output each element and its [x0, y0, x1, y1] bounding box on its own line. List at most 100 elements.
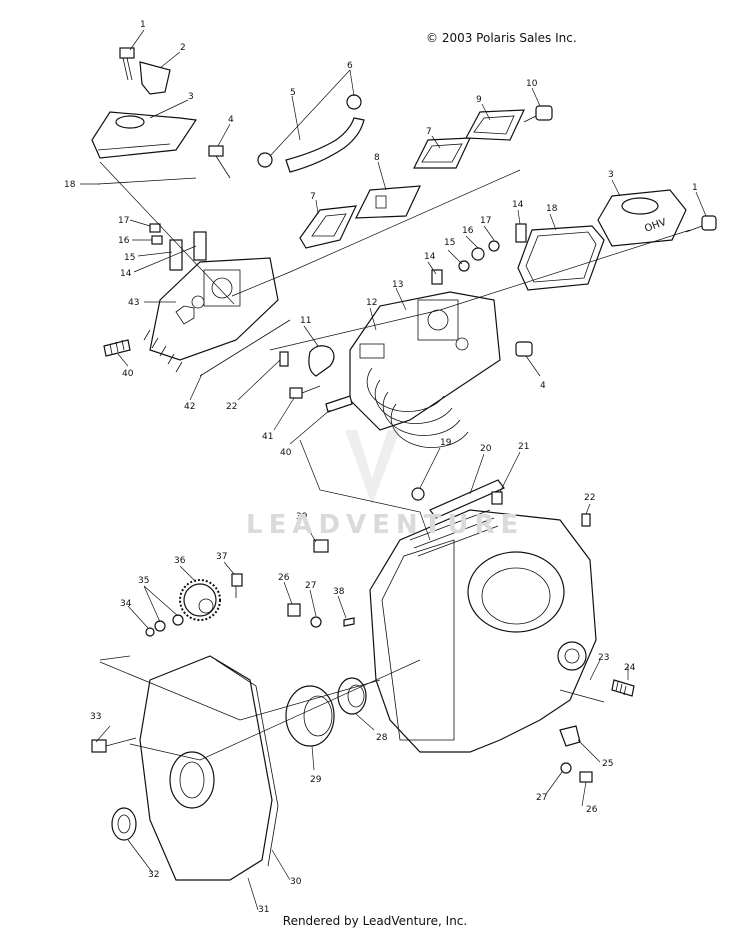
spring-24-icon: [611, 679, 635, 697]
left-head-assembly: [91, 47, 365, 377]
gasket-18-right-inner: [525, 231, 597, 283]
callout-13: 13: [392, 280, 403, 290]
stud-40-left-icon: [103, 339, 131, 357]
seal-17-icon: [149, 223, 161, 233]
callout-41: 41: [262, 432, 273, 442]
bolt-1-icon: [119, 47, 135, 81]
callout-31: 31: [258, 905, 269, 915]
callout-8: 8: [374, 153, 380, 163]
callout-16-mid: 16: [462, 226, 474, 236]
callout-19: 19: [440, 438, 452, 448]
crankcase-fins: [409, 509, 499, 557]
crankcase-port-inner: [564, 648, 580, 664]
cover-9-icon: [465, 109, 525, 141]
clamp-6b-icon: [346, 94, 362, 110]
guide-15b-icon: [193, 231, 207, 261]
plug-19-icon: [411, 487, 425, 501]
callout-1-right: 1: [692, 183, 698, 193]
dowel-22b-icon: [581, 513, 591, 527]
bushing-39-icon: [313, 539, 329, 553]
callout-3: 3: [188, 92, 194, 102]
cylinder-bore-inner: [481, 567, 551, 625]
watermark-text: LEADVENTURE: [246, 510, 525, 540]
callout-2: 2: [180, 43, 186, 53]
callout-30: 30: [290, 877, 302, 887]
callout-26-right: 26: [586, 805, 598, 815]
plate-8-icon: [355, 185, 421, 219]
pin-23-icon: [559, 689, 605, 703]
bolt-4-right-icon: [515, 341, 533, 357]
callout-6: 6: [347, 61, 353, 71]
callout-28: 28: [376, 733, 388, 743]
callout-23: 23: [598, 653, 609, 663]
callout-38: 38: [333, 587, 345, 597]
callout-35: 35: [138, 576, 149, 586]
callout-18: 18: [64, 180, 76, 190]
gear-assembly: [99, 573, 322, 661]
callout-15-mid: 15: [444, 238, 455, 248]
callout-18-right: 18: [546, 204, 558, 214]
guide-14-right-icon: [515, 223, 527, 243]
crankcase-port-icon: [557, 641, 587, 671]
bolt-10-icon: [523, 105, 553, 123]
cylinder-head-right-icon: [349, 291, 501, 448]
shaft-pin-icon: [99, 655, 131, 661]
callout-1: 1: [140, 20, 146, 30]
cover-gasket-30: [215, 659, 279, 867]
crankcase-assembly: [313, 479, 635, 783]
washer-34-icon: [145, 627, 155, 637]
callout-17: 17: [118, 216, 129, 226]
plug-26-left-icon: [287, 603, 301, 617]
cover-9-inner: [473, 115, 515, 135]
leader-lines: [80, 29, 707, 911]
fitting-21-icon: [491, 491, 503, 505]
gasket-7a-icon: [299, 205, 357, 249]
hose-5-icon: [285, 117, 365, 173]
callout-7b: 7: [426, 127, 432, 137]
plate-8-slot: [375, 195, 387, 209]
callout-5: 5: [290, 88, 296, 98]
retainer-16-right-icon: [471, 247, 485, 261]
gear-36-teeth: [179, 579, 221, 621]
gasket-7a-inner: [311, 213, 347, 237]
callout-42: 42: [184, 402, 195, 412]
stud-40-right-icon: [325, 395, 353, 413]
right-head-assembly: OHV: [289, 189, 717, 448]
callout-39: 39: [296, 512, 308, 522]
clamp-6a-icon: [257, 152, 273, 168]
gasket-18-right-icon: [517, 225, 605, 291]
gasket-7b-icon: [413, 137, 471, 169]
dowel-22-icon: [279, 351, 289, 367]
callout-32: 32: [148, 870, 159, 880]
plug-26-right-icon: [579, 771, 593, 783]
callout-22-right: 22: [584, 493, 595, 503]
rail-20-icon: [429, 479, 505, 519]
callout-12: 12: [366, 298, 377, 308]
callout-11: 11: [300, 316, 311, 326]
callout-40-right: 40: [280, 448, 292, 458]
callout-29: 29: [310, 775, 322, 785]
gear-36-icon: [183, 583, 217, 617]
callout-27-left: 27: [305, 581, 316, 591]
cylinder-head-left-icon: [143, 257, 279, 373]
callout-14-mid: 14: [424, 252, 436, 262]
callout-33: 33: [90, 712, 101, 722]
washer-35a-icon: [154, 620, 166, 632]
callout-7a: 7: [310, 192, 316, 202]
bolt-33-icon: [91, 737, 137, 753]
guide-15a-icon: [169, 239, 183, 271]
retainer-16-icon: [151, 235, 163, 245]
bolt-37-icon: [231, 573, 243, 598]
footer-rendered-by: Rendered by LeadVenture, Inc.: [282, 914, 468, 928]
callout-17-mid: 17: [480, 216, 491, 226]
callout-4: 4: [228, 115, 234, 125]
callout-9: 9: [476, 95, 482, 105]
bearing-29-icon: [285, 685, 335, 747]
bolt-41-icon: [289, 385, 321, 399]
callout-21: 21: [518, 442, 529, 452]
cover-seal-bore-inner: [179, 761, 205, 799]
callout-20: 20: [480, 444, 492, 454]
callout-14: 14: [120, 269, 132, 279]
bearing-28-icon: [337, 677, 367, 715]
